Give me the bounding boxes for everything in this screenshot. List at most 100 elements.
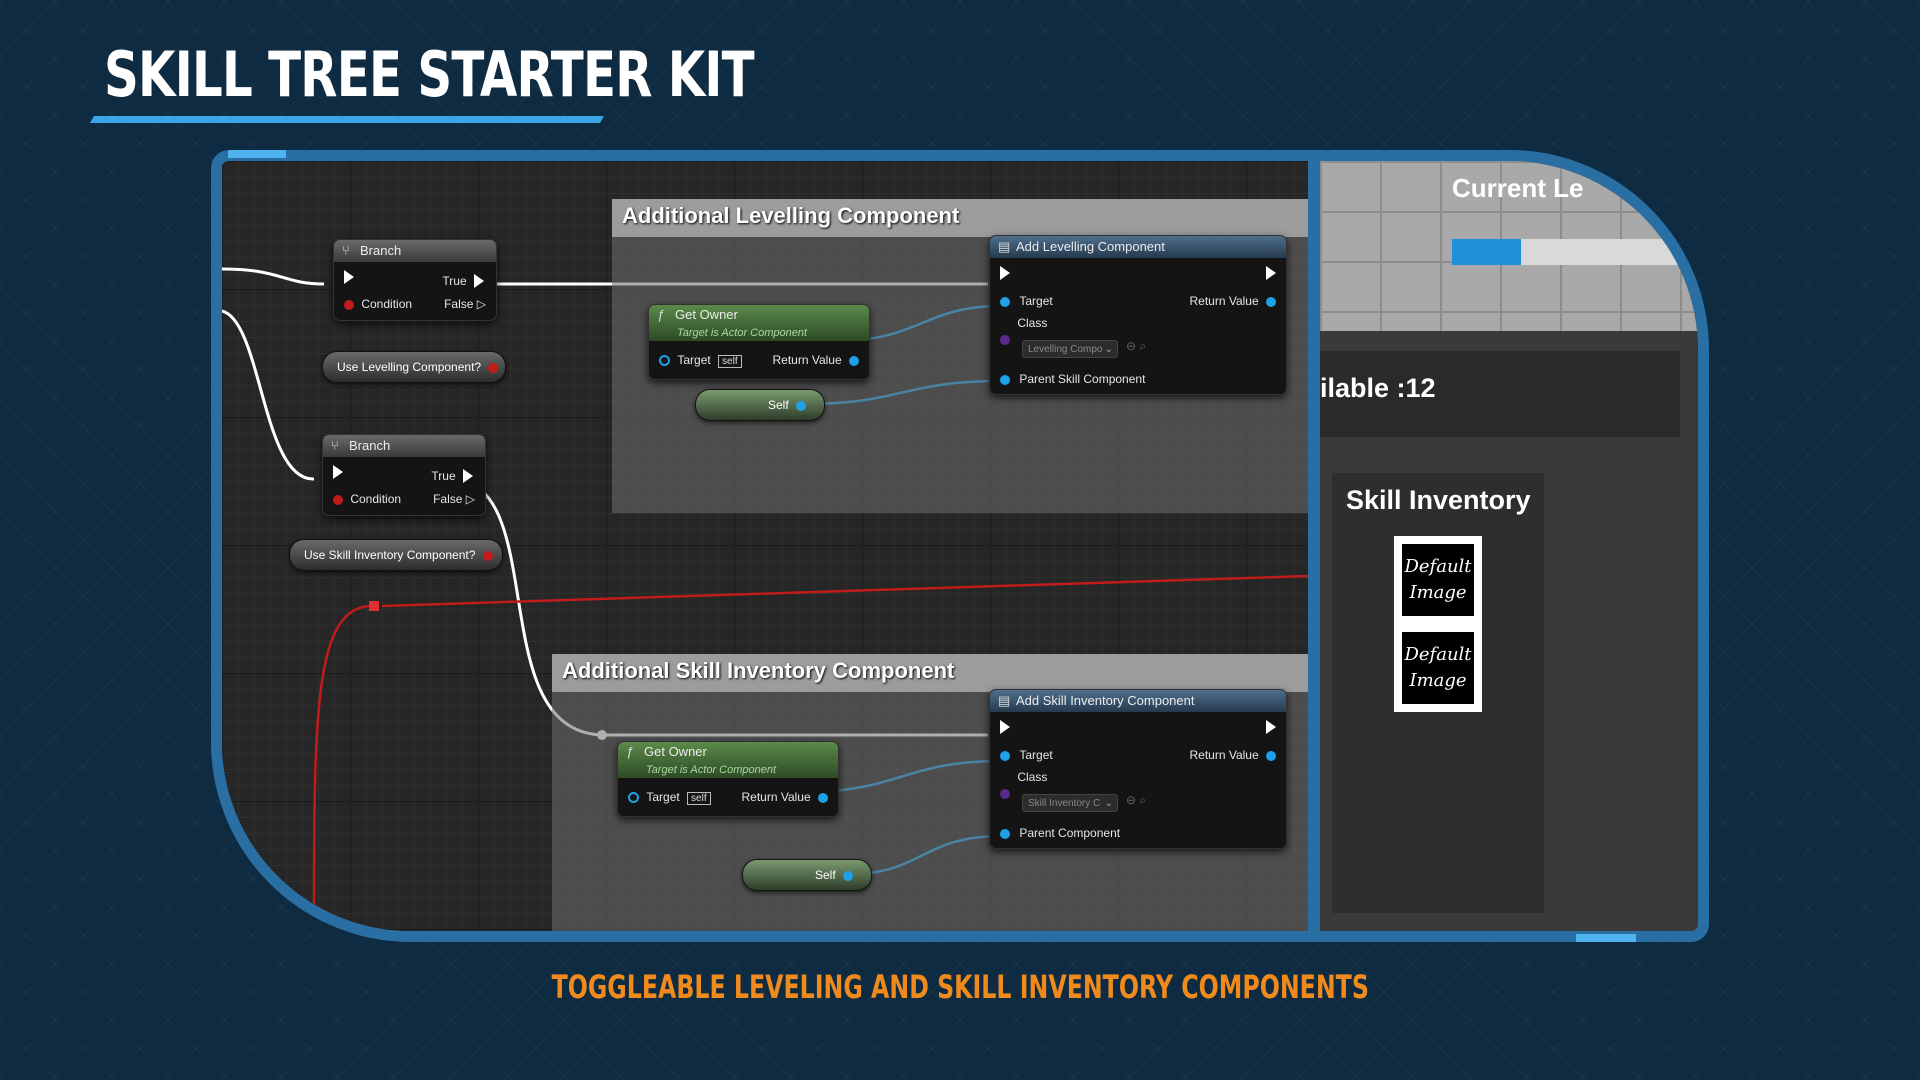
add-skill-inventory-component-node[interactable]: ▤ Add Skill Inventory Component Target R… <box>989 689 1287 849</box>
skill-inventory-title: Skill Inventory <box>1346 485 1531 515</box>
available-points-label: ilable :12 <box>1320 373 1436 403</box>
component-icon: ▤ <box>998 239 1011 254</box>
return-pin[interactable]: Return Value <box>1190 294 1276 308</box>
condition-pin[interactable]: Condition <box>344 297 412 311</box>
pin-label: Class <box>1017 770 1048 784</box>
browse-icons[interactable]: ⊖ ⌕ <box>1126 793 1147 807</box>
bool-pin-icon <box>333 494 343 505</box>
showcase-frame: Additional Levelling Component Additiona… <box>211 150 1709 942</box>
get-owner-node[interactable]: ƒ Get Owner Target is Actor Component Ta… <box>648 304 870 380</box>
class-dropdown-value: Levelling Compo <box>1028 344 1103 355</box>
node-header: ⑂ Branch <box>334 240 496 262</box>
variable-label: Use Levelling Component? <box>337 360 482 374</box>
chevron-down-icon: ⌄ <box>1104 344 1113 355</box>
ui-preview-panel: Current Le ilable :12 Skill Inventory De… <box>1320 161 1698 931</box>
node-header: ⑂ Branch <box>323 435 485 457</box>
class-pin-icon <box>1000 334 1010 345</box>
node-subtitle: Target is Actor Component <box>677 327 808 339</box>
node-title: Add Skill Inventory Component <box>1016 693 1195 708</box>
object-pin-icon <box>1000 374 1010 385</box>
false-pin[interactable]: False ▷ <box>433 492 475 506</box>
bool-wire <box>381 574 1308 608</box>
add-levelling-component-node[interactable]: ▤ Add Levelling Component Target Return … <box>989 235 1287 395</box>
reroute-node[interactable] <box>369 601 379 611</box>
page-subtitle-text: TOGGLEABLE LEVELING AND SKILL INVENTORY … <box>551 968 1369 1006</box>
node-header: ƒ Get Owner Target is Actor Component <box>649 305 869 341</box>
exec-in-pin[interactable] <box>344 270 354 284</box>
node-title: Branch <box>360 243 402 258</box>
class-dropdown-value: Skill Inventory C <box>1028 798 1101 809</box>
object-pin-icon <box>796 400 807 411</box>
component-icon: ▤ <box>998 693 1011 708</box>
self-node[interactable]: Self <box>695 389 825 421</box>
comment-title: Additional Skill Inventory Component <box>562 658 955 683</box>
object-pin-icon <box>818 792 828 803</box>
use-inventory-variable[interactable]: Use Skill Inventory Component? <box>289 539 503 571</box>
exec-in-pin[interactable] <box>333 465 343 479</box>
exec-in-pin[interactable] <box>1000 720 1010 734</box>
page-subtitle: TOGGLEABLE LEVELING AND SKILL INVENTORY … <box>0 968 1920 1006</box>
exec-out-hollow-icon: ▷ <box>465 492 475 506</box>
pin-label: Return Value <box>772 353 842 367</box>
true-pin[interactable]: True <box>442 271 484 288</box>
parent-pin[interactable]: Parent Component <box>1000 826 1120 840</box>
pin-label: Return Value <box>1189 748 1259 762</box>
branch-node[interactable]: ⑂ Branch True Condition False ▷ <box>322 434 486 516</box>
target-pin[interactable]: Target <box>1000 294 1053 308</box>
class-dropdown[interactable]: Levelling Compo ⌄ <box>1022 340 1118 358</box>
condition-pin[interactable]: Condition <box>333 492 401 506</box>
pin-label: Target <box>646 790 680 804</box>
node-subtitle: Target is Actor Component <box>646 764 777 776</box>
title-underline <box>89 116 605 123</box>
exec-out-pin <box>474 274 484 288</box>
comment-title: Additional Levelling Component <box>622 203 960 228</box>
class-pin[interactable]: Class <box>1000 316 1047 345</box>
node-header: ▤ Add Skill Inventory Component <box>990 690 1286 712</box>
pin-label: Return Value <box>741 790 811 804</box>
inventory-slot[interactable]: Default Image <box>1402 632 1474 704</box>
pin-label: Parent Skill Component <box>1019 372 1146 386</box>
true-pin[interactable]: True <box>431 466 473 483</box>
browse-icons[interactable]: ⊖ ⌕ <box>1126 339 1147 353</box>
skill-inventory-panel: Skill Inventory Default Image Default Im… <box>1332 473 1544 913</box>
self-tag: self <box>718 355 742 368</box>
target-pin[interactable]: Target self <box>659 353 742 368</box>
return-pin[interactable]: Return Value <box>1189 748 1276 762</box>
page-title: SKILL TREE STARTER KIT <box>104 38 755 111</box>
exec-out-pin <box>463 469 473 483</box>
target-pin[interactable]: Target self <box>628 790 711 805</box>
pin-label: True <box>442 274 467 288</box>
false-pin[interactable]: False ▷ <box>444 297 486 311</box>
exec-out-pin[interactable] <box>1266 720 1276 734</box>
class-pin[interactable]: Class <box>1000 770 1047 799</box>
branch-node[interactable]: ⑂ Branch True Condition False ▷ <box>333 239 497 321</box>
object-pin-icon <box>849 355 859 366</box>
return-pin[interactable]: Return Value <box>741 790 828 804</box>
self-tag: self <box>687 792 711 805</box>
inventory-slot[interactable]: Default Image <box>1402 544 1474 616</box>
frame-accent <box>228 150 286 158</box>
node-title: Add Levelling Component <box>1016 239 1165 254</box>
class-dropdown[interactable]: Skill Inventory C ⌄ <box>1022 794 1118 812</box>
current-level-label: Current Le <box>1452 173 1584 203</box>
use-levelling-variable[interactable]: Use Levelling Component? <box>322 351 506 383</box>
node-title: Branch <box>349 438 391 453</box>
target-pin[interactable]: Target <box>1000 748 1053 762</box>
exec-wire <box>222 309 315 481</box>
self-node[interactable]: Self <box>742 859 872 891</box>
node-title: Get Owner <box>675 307 738 322</box>
exec-out-pin[interactable] <box>1266 266 1276 280</box>
parent-pin[interactable]: Parent Skill Component <box>1000 372 1145 386</box>
object-pin-icon <box>1000 296 1010 307</box>
self-label: Self <box>815 868 836 882</box>
bool-pin-icon <box>482 550 493 561</box>
level-progress-bar <box>1452 239 1682 265</box>
get-owner-node[interactable]: ƒ Get Owner Target is Actor Component Ta… <box>617 741 839 817</box>
inventory-slots: Default Image Default Image <box>1394 536 1482 712</box>
exec-in-pin[interactable] <box>1000 266 1010 280</box>
pin-label: Condition <box>350 492 402 506</box>
object-pin-icon <box>659 355 670 367</box>
branch-icon: ⑂ <box>331 438 339 453</box>
blueprint-graph[interactable]: Additional Levelling Component Additiona… <box>222 161 1308 931</box>
return-pin[interactable]: Return Value <box>772 353 859 367</box>
